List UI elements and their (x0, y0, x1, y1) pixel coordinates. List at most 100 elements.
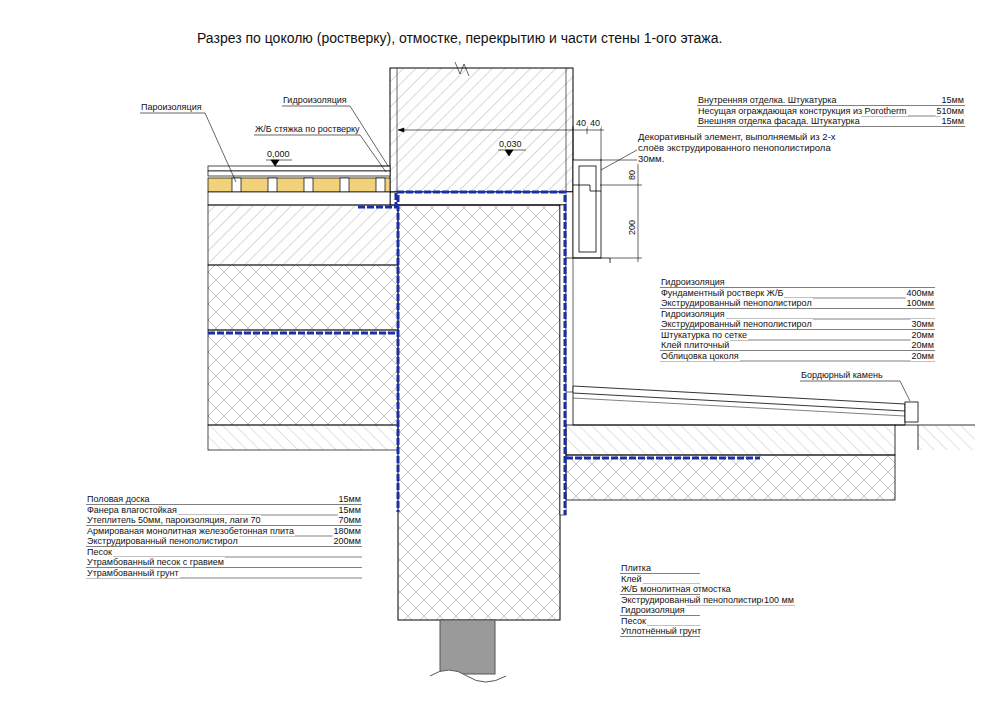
drawing-label: Песок (86, 547, 113, 557)
drawing-label: 400мм (906, 288, 935, 298)
drawing-label: 510мм (936, 106, 965, 116)
dimension-lines (610, 258, 642, 259)
waterproofing-line (566, 457, 760, 460)
leader-lines (275, 166, 390, 167)
dimension-lines (398, 126, 642, 262)
blind-area (905, 402, 918, 422)
table-rules (86, 546, 362, 547)
drawing-label: 15мм (941, 95, 965, 105)
blind-area (918, 425, 919, 450)
drawing-label: Гидроизоляция (620, 605, 686, 615)
dimension-lines (638, 156, 639, 262)
floor-layers (268, 178, 277, 192)
blind-area (566, 386, 975, 500)
waterproofing-line (208, 192, 760, 515)
leader-lines (254, 135, 386, 172)
drawing-label: Экструдированный пенополистирол (620, 595, 773, 605)
dimension-lines (600, 160, 642, 161)
leader-lines (800, 381, 910, 401)
drawing-label: Армированая монолитная железобетонная пл… (86, 526, 295, 536)
floor-layers (208, 425, 398, 450)
dimension-lines (398, 128, 404, 132)
table-rules (86, 106, 965, 637)
floor-layers (208, 330, 398, 425)
floor-layers (232, 178, 241, 192)
drawing-label: 180мм (333, 526, 362, 536)
decorative-element (566, 160, 610, 263)
drawing-label: Фундаментный ростверк Ж/Б (660, 288, 784, 298)
drawing-label: Утеплитель 50мм, пароизоляция, лаги 70 (86, 515, 261, 525)
drawing-label: Песок (620, 616, 647, 626)
dimension-lines (600, 185, 642, 186)
floor-layers (208, 166, 398, 450)
drawing-label: Ж/Б монолитная отмостка (620, 584, 732, 594)
floor-layers (208, 192, 390, 205)
floor-layers (208, 265, 398, 330)
blind-area (573, 393, 905, 411)
floor-layers (304, 178, 313, 192)
drawing-label: 80 (627, 169, 637, 181)
blind-area (566, 425, 895, 455)
drawing-label: 15мм (941, 116, 965, 126)
leader-lines (271, 160, 279, 166)
drawing-label: Клей (620, 574, 643, 584)
decorative-element (573, 160, 601, 258)
drawing-label: Экструдированный пенополистирол (660, 319, 813, 329)
drawing-label: Уплотнённый грунт (620, 626, 702, 636)
wall (455, 62, 469, 76)
drawing-label: Гидроизоляция (660, 309, 726, 319)
drawing-label: 200мм (333, 536, 362, 546)
floor-layers (208, 205, 398, 265)
drawing-label: 40 (589, 118, 601, 128)
leader-lines (282, 106, 388, 166)
drawing-title: Разрез по цоколю (ростверку), отмостке, … (197, 30, 722, 47)
drawing-label: Штукатурка по сетке (660, 330, 748, 340)
drawing-label: Клей плиточный (660, 340, 730, 350)
floor-layers (340, 178, 349, 192)
drawing-label: 30мм (911, 319, 935, 329)
foundation (566, 192, 573, 392)
drawing-label: 20мм (911, 330, 935, 340)
blind-area (566, 455, 895, 500)
blind-area (573, 386, 905, 425)
foundation (398, 192, 573, 682)
drawing-label: 200 (627, 219, 637, 236)
drawing-label: 0,000 (266, 149, 291, 159)
decorative-element (573, 185, 601, 191)
drawing-label: Внутренняя отделка. Штукатурка (697, 95, 837, 105)
drawing-label: 20мм (911, 351, 935, 361)
wall (390, 62, 573, 205)
table-rules (620, 636, 700, 637)
drawing-label: Несущая ограждающая конструкция из Porot… (697, 106, 908, 116)
drawing-label: 15мм (338, 505, 362, 515)
waterproofing-line (397, 195, 400, 512)
foundation (440, 620, 495, 674)
leader-lines (140, 106, 910, 401)
drawing-label: Плитка (620, 563, 652, 573)
drawing-label: Декоративный элемент, выполняемый из 2-х… (637, 131, 854, 164)
floor-layers (208, 171, 390, 176)
drawing-label: Утрамбованный песок с гравием (86, 557, 225, 567)
blind-area (918, 425, 975, 450)
drawing-label: 40 (575, 118, 587, 128)
table-rules (86, 578, 362, 579)
drawing-label: Утрамбованный грунт (86, 568, 180, 578)
drawing-label: Гидроизоляция (282, 95, 348, 105)
drawing-label: Внешняя отделка фасада. Штукатурка (697, 116, 861, 126)
drawing-label: Гидроизоляция (660, 277, 726, 287)
leader-lines (505, 150, 513, 156)
foundation (398, 205, 560, 620)
drawing-label: Ж/Б стяжка по ростверку (254, 124, 361, 134)
drawing-label: Половая доска (86, 494, 151, 504)
decorative-element (566, 258, 610, 263)
drawing-label: Бордюрный камень (800, 370, 884, 380)
drawing-label: 70мм (338, 515, 362, 525)
decorative-element (579, 166, 596, 252)
drawing-label: Экструдированный пенополистирол (660, 298, 813, 308)
table-rules (660, 361, 935, 362)
drawing-label: Облицовка цоколя (660, 351, 740, 361)
drawing-label: 100мм (906, 298, 935, 308)
dimension-lines (400, 130, 604, 131)
waterproofing-line (208, 332, 396, 335)
table-rules (697, 126, 965, 127)
